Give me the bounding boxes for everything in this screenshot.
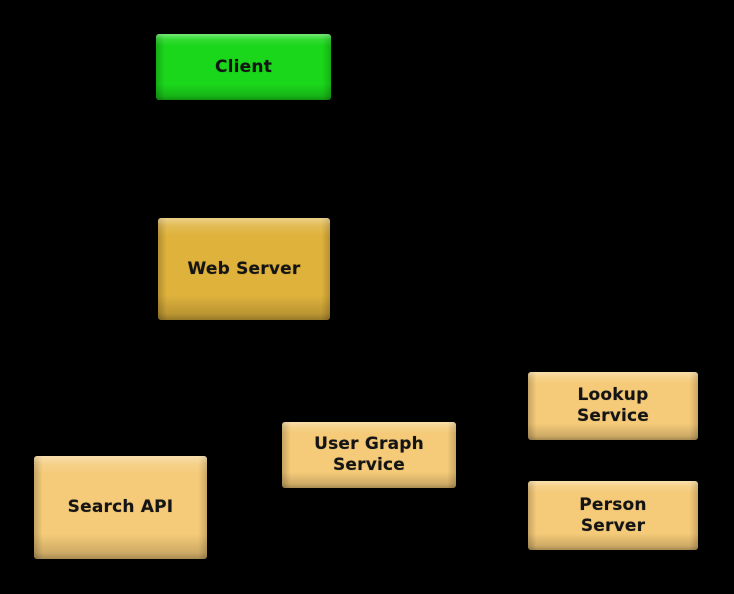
- node-user-graph-service: User Graph Service: [282, 422, 456, 488]
- node-lookup-service-label-line2: Service: [576, 406, 650, 426]
- node-lookup-service-label-line1: Lookup: [577, 385, 649, 405]
- node-web-server: Web Server: [158, 218, 330, 320]
- node-person-server-label-line1: Person: [579, 494, 647, 515]
- node-client-label: Client: [214, 56, 273, 77]
- node-user-graph-service-label-line2: Service: [332, 455, 406, 475]
- node-person-server-label-line2: Server: [580, 515, 646, 536]
- node-search-api: Search API: [34, 456, 207, 559]
- node-lookup-service: Lookup Service: [528, 372, 698, 440]
- node-web-server-label: Web Server: [187, 258, 301, 279]
- node-search-api-label: Search API: [67, 497, 174, 517]
- node-client: Client: [156, 34, 331, 100]
- node-person-server: Person Server: [528, 481, 698, 550]
- node-user-graph-service-label-line1: User Graph: [314, 434, 424, 454]
